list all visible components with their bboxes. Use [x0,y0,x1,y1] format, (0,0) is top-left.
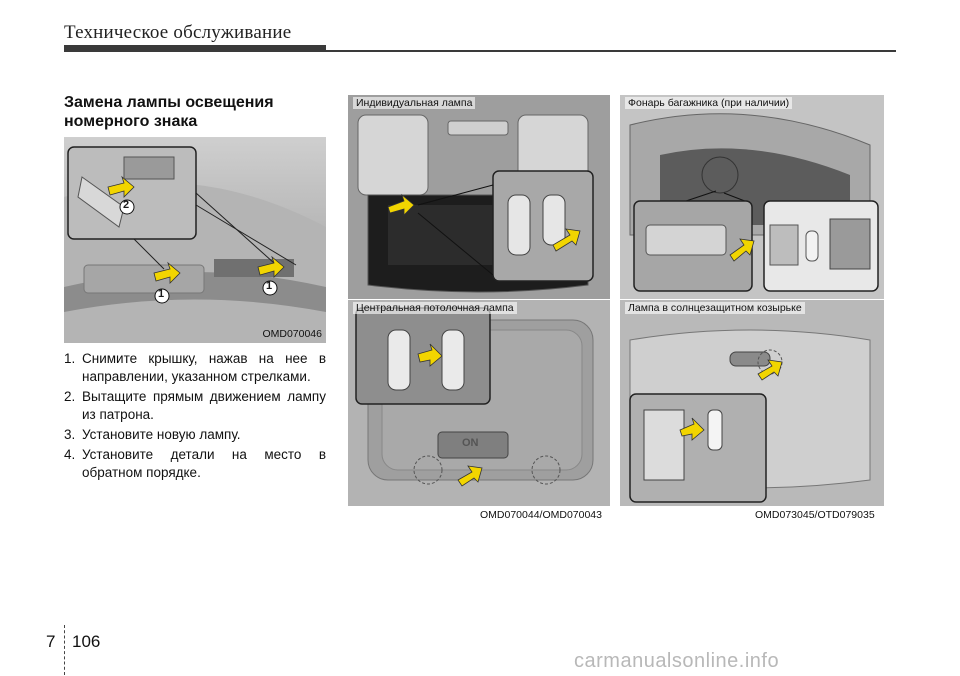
license-plate-illustration [64,137,326,343]
page-number: 106 [72,632,101,651]
central-lamp-illustration [348,300,610,506]
list-item: 4. Установите детали на место в обратном… [64,446,326,482]
step-text: Снимите крышку, нажав на нее в направлен… [82,351,326,384]
header-rule [326,50,896,52]
lamp-on-label: ON [462,437,479,449]
step-text: Установите детали на место в обратном по… [82,447,326,480]
figure-caption: Центральная потолочная лампа [353,302,517,314]
step-number: 4. [64,447,76,462]
license-plate-lamp-figure: 2 1 1 OMD070046 [64,137,326,343]
figure-code: OMD070046 [262,328,322,340]
step-number: 3. [64,427,76,442]
list-item: 3. Установите новую лампу. [64,426,326,444]
figure-caption: Фонарь багажника (при наличии) [625,97,793,109]
arrow-icon [153,261,181,284]
arrow-icon [107,175,135,198]
visor-lamp-illustration [620,300,884,506]
arrow-icon [552,228,581,252]
figure-code: OMD073045/OTD079035 [755,509,875,521]
chapter-number: 7 [46,632,56,651]
arrow-icon [457,465,483,487]
arrow-icon [729,238,755,262]
trunk-lamp-figure: Фонарь багажника (при наличии) [620,95,884,299]
header-bar [64,45,326,52]
trunk-lamp-illustration [620,95,884,299]
section-title: Замена лампы освещения номерного знака [64,94,274,130]
watermark: carmanualsonline.info [574,650,780,672]
arrow-icon [679,417,705,441]
step-number: 2. [64,389,76,404]
visor-lamp-figure: Лампа в солнцезащитном козырьке [620,300,884,506]
arrow-icon [757,359,783,381]
figure-caption: Индивидуальная лампа [353,97,476,109]
list-item: 1. Снимите крышку, нажав на нее в направ… [64,350,326,386]
list-item: 2. Вытащите прямым движением лампу из па… [64,388,326,424]
step-text: Вытащите прямым движением лампу из патро… [82,389,326,422]
callout-number: 1 [158,288,165,300]
instruction-steps: 1. Снимите крышку, нажав на нее в направ… [64,350,326,484]
callout-number: 1 [266,280,273,292]
arrow-icon [387,193,415,216]
figure-caption: Лампа в солнцезащитном козырьке [625,302,805,314]
step-text: Установите новую лампу. [82,427,241,442]
callout-number: 2 [123,199,130,211]
page-header-title: Техническое обслуживание [64,22,292,43]
individual-lamp-illustration [348,95,610,299]
arrow-icon [257,255,285,278]
arrow-icon [417,343,443,367]
central-lamp-figure: ON Центральная потолочная лампа [348,300,610,506]
figure-code: OMD070044/OMD070043 [480,509,602,521]
step-number: 1. [64,351,76,366]
footer-divider [64,625,65,675]
individual-lamp-figure: Индивидуальная лампа [348,95,610,299]
